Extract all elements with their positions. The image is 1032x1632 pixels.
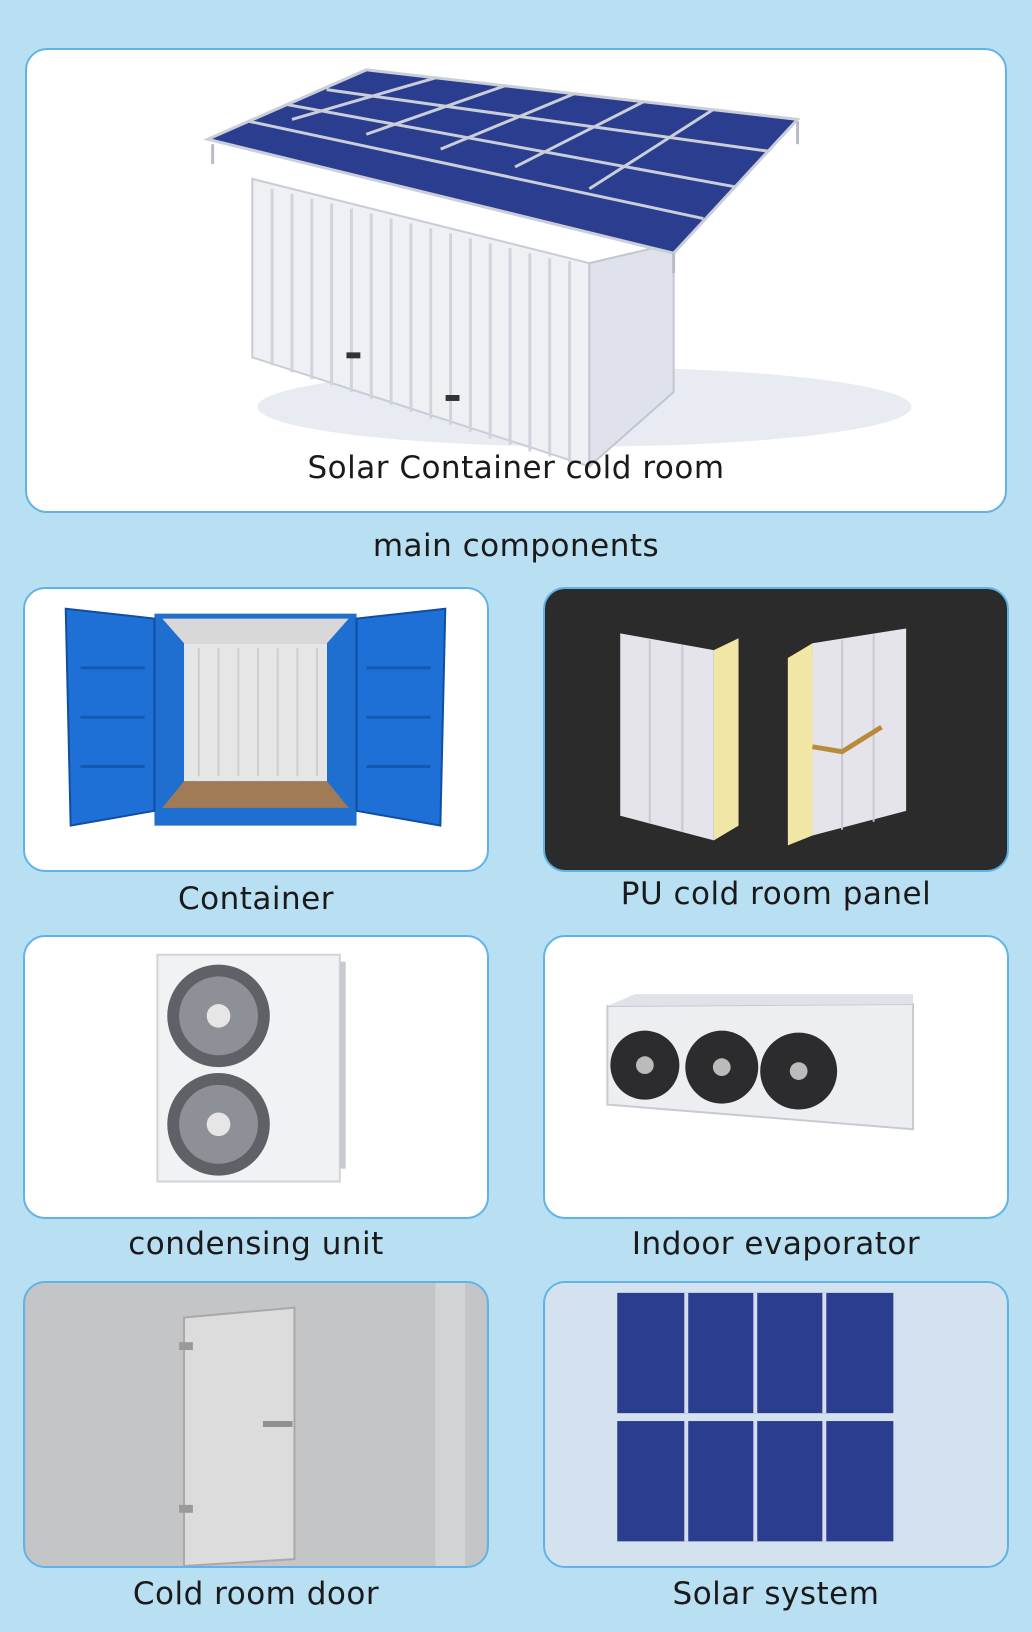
insulated-panel-illustration: [620, 628, 907, 846]
component-card-condenser: [23, 935, 489, 1219]
caption-evaporator: Indoor evaporator: [631, 1226, 921, 1262]
solar-container-illustration: [203, 68, 912, 469]
component-card-evaporator: [543, 935, 1009, 1219]
section-title: main components: [372, 528, 660, 564]
caption-solar: Solar system: [672, 1576, 880, 1612]
component-card-container: [23, 587, 489, 872]
cold-room-door-illustration: [26, 1283, 486, 1566]
caption-container: Container: [178, 881, 334, 917]
component-card-pu-panel: [543, 587, 1009, 872]
hero-card: Solar Container cold room: [25, 48, 1007, 513]
caption-door: Cold room door: [132, 1576, 380, 1612]
solar-panel-illustration: [546, 1283, 1006, 1566]
component-card-solar: [543, 1281, 1009, 1568]
condensing-unit-illustration: [156, 953, 346, 1183]
caption-condenser: condensing unit: [128, 1226, 384, 1262]
evaporator-illustration: [606, 994, 915, 1131]
component-card-door: [23, 1281, 489, 1568]
shipping-container-illustration: [64, 607, 447, 827]
hero-caption: Solar Container cold room: [307, 450, 725, 486]
caption-pu-panel: PU cold room panel: [620, 876, 932, 912]
